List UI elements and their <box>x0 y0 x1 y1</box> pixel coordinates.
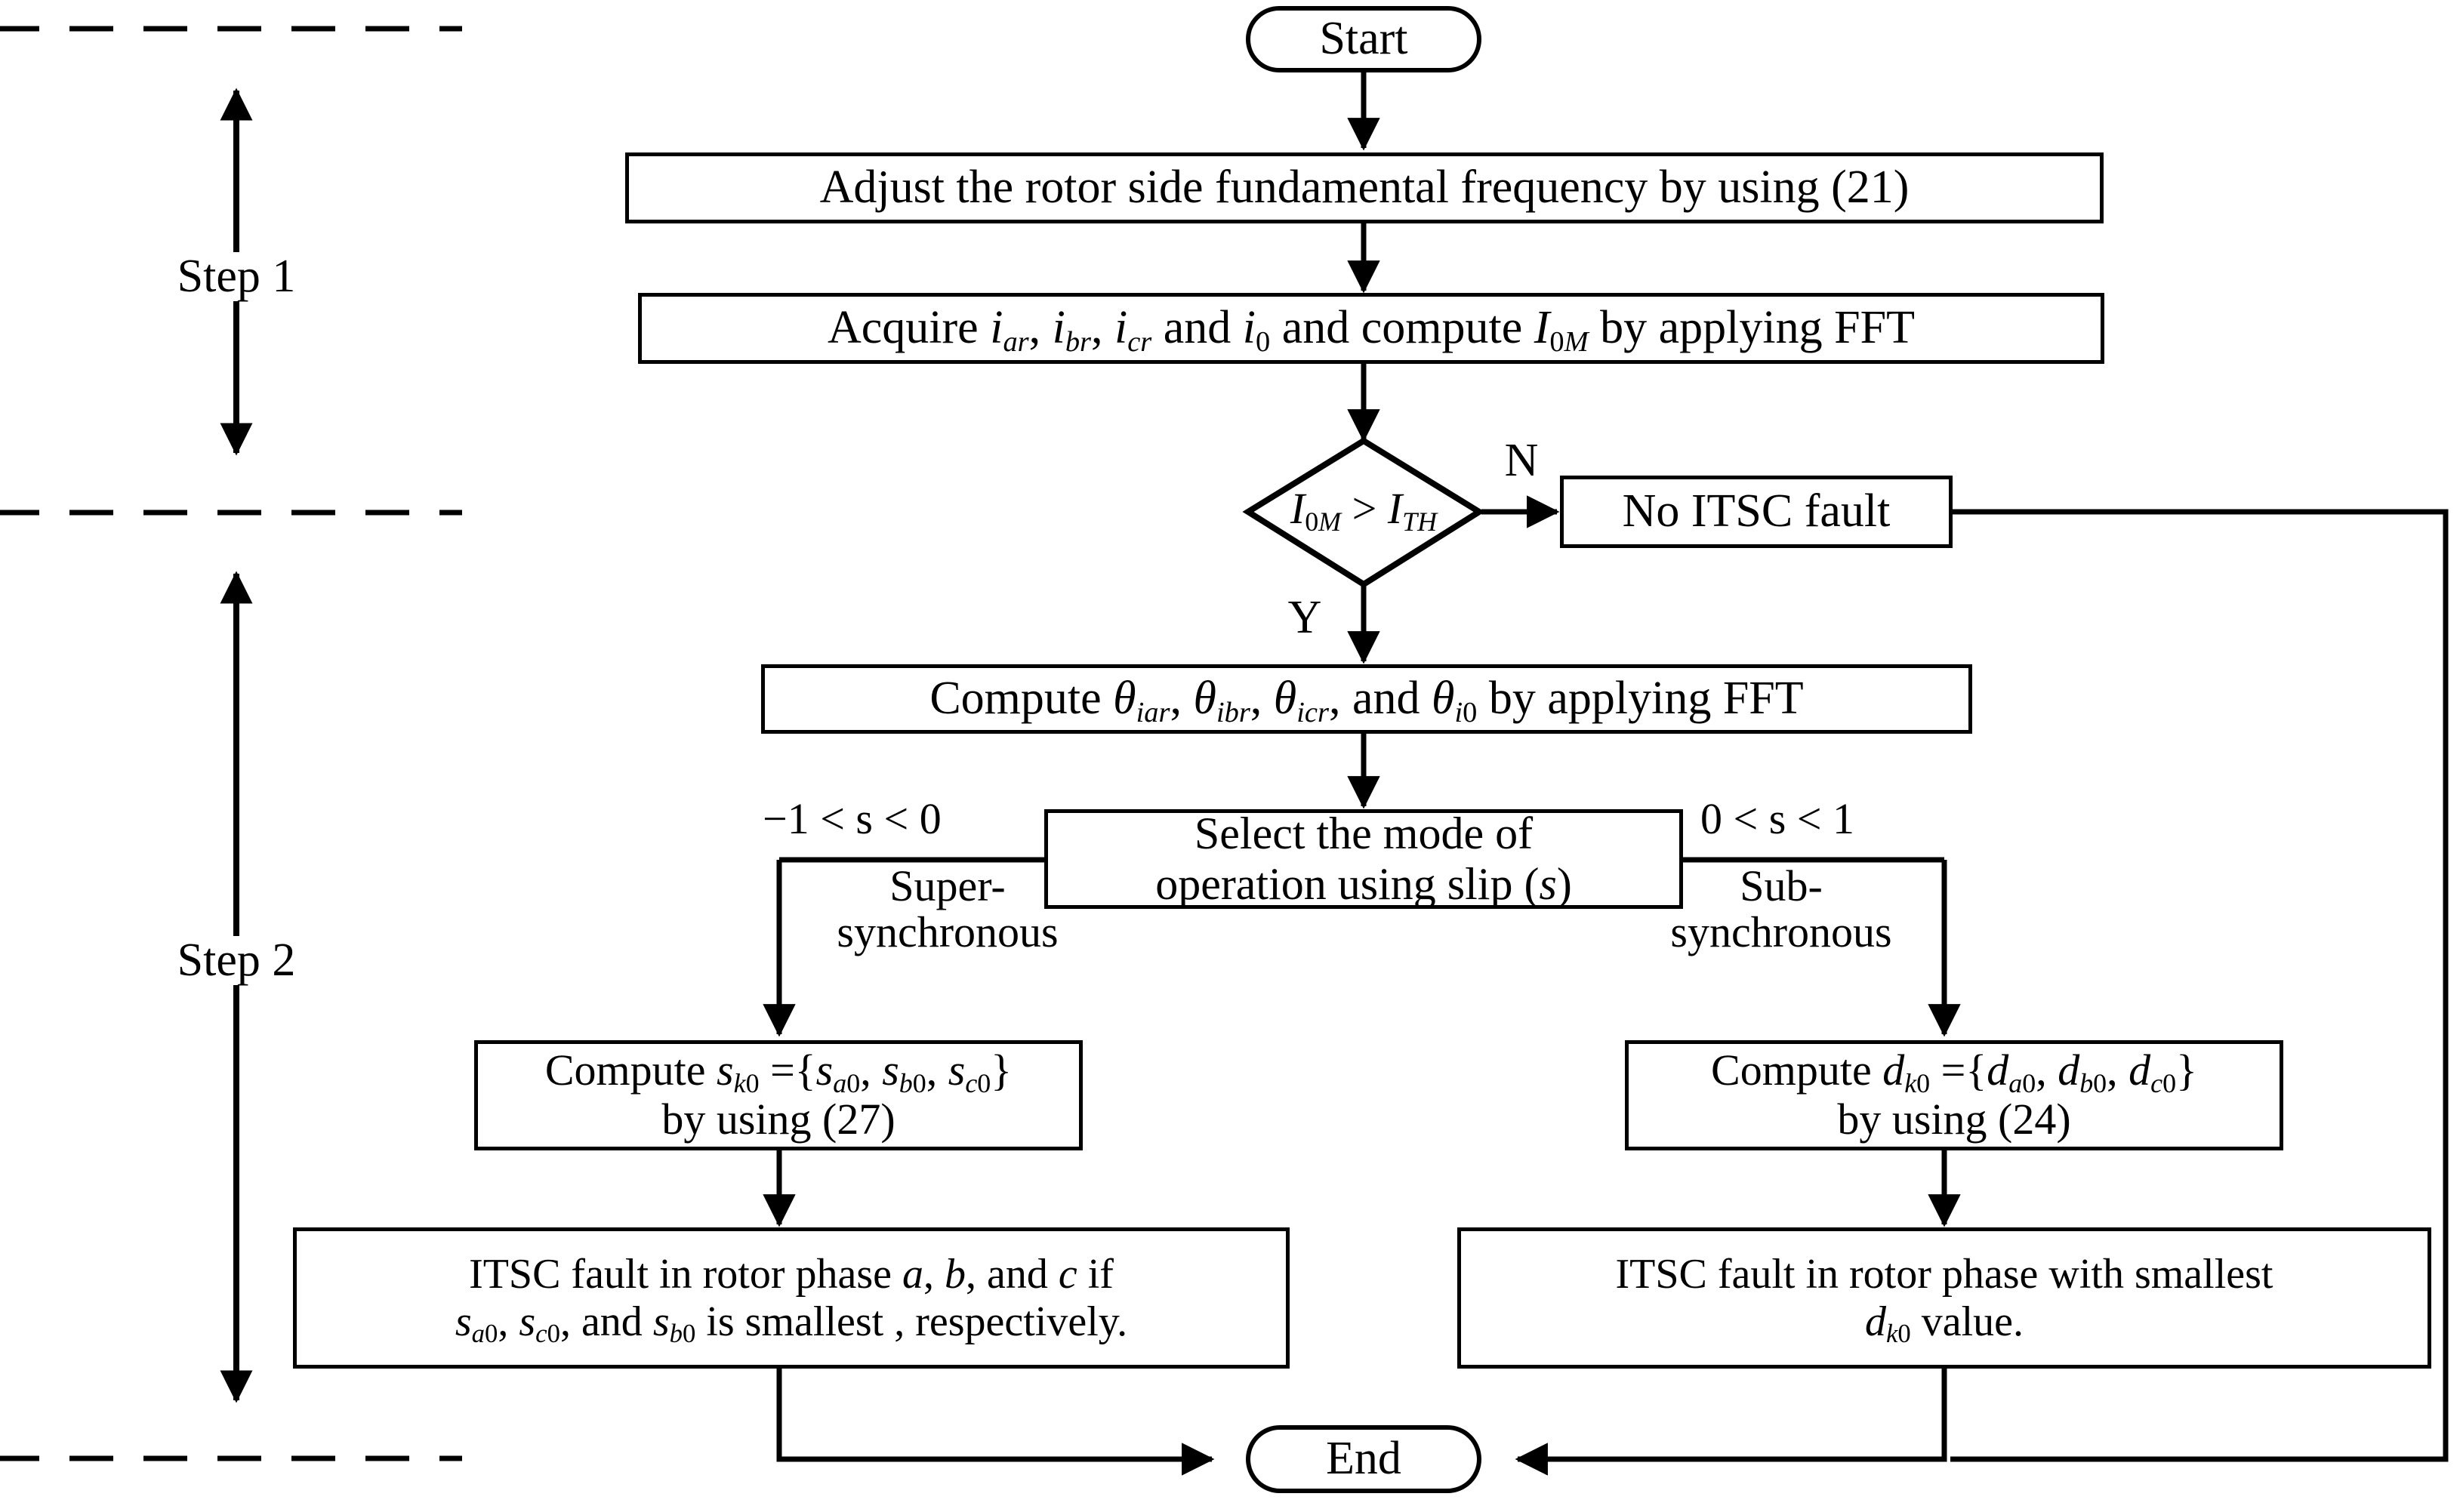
edge-label-slip-right-range: 0 < s < 1 <box>1700 794 1854 843</box>
edge-label-decision-yes: Y <box>1287 592 1322 643</box>
edge-label-mode-left-line2: synchronous <box>837 907 1059 956</box>
node-decision-label: I0M > ITH <box>1290 484 1438 537</box>
edge-label-mode-right-line2: synchronous <box>1670 907 1892 956</box>
node-result-left-line1: ITSC fault in rotor phase a, b, and c if <box>469 1250 1114 1298</box>
step-1-text: Step 1 <box>177 251 296 302</box>
node-select-mode-line2: operation using slip (s) <box>1155 859 1572 909</box>
edge-label-mode-right: Sub- synchronous <box>1619 861 1944 956</box>
node-end[interactable]: End <box>1246 1425 1481 1493</box>
node-end-label: End <box>1326 1433 1401 1485</box>
edge-label-mode-left-line1: Super- <box>889 861 1006 910</box>
edge-label-slip-left-range: −1 < s < 0 <box>763 794 942 843</box>
node-start-label: Start <box>1319 13 1408 65</box>
step-2-text: Step 2 <box>177 935 296 986</box>
node-result-left-line2: sa0, sc0, and sb0 is smallest , respecti… <box>455 1298 1128 1349</box>
node-adjust-frequency[interactable]: Adjust the rotor side fundamental freque… <box>625 152 2104 223</box>
node-compute-d[interactable]: Compute dk0 ={da0, db0, dc0} by using (2… <box>1625 1040 2283 1150</box>
edge-label-decision-no: N <box>1504 435 1539 486</box>
node-result-right-line1: ITSC fault in rotor phase with smallest <box>1615 1250 2273 1298</box>
node-start[interactable]: Start <box>1246 6 1481 72</box>
node-compute-d-line2: by using (24) <box>1837 1095 2071 1144</box>
node-compute-theta-label: Compute θiar, θibr, θicr, and θi0 by app… <box>929 673 1804 729</box>
node-no-itsc-fault[interactable]: No ITSC fault <box>1560 476 1953 548</box>
node-select-mode[interactable]: Select the mode of operation using slip … <box>1044 808 1683 909</box>
node-compute-d-line1: Compute dk0 ={da0, db0, dc0} <box>1711 1045 2197 1099</box>
step-1-label: Step 1 <box>136 251 337 302</box>
node-result-left[interactable]: ITSC fault in rotor phase a, b, and c if… <box>293 1227 1290 1369</box>
node-compute-theta[interactable]: Compute θiar, θibr, θicr, and θi0 by app… <box>761 664 1972 734</box>
node-compute-s-line1: Compute sk0 ={sa0, sb0, sc0} <box>544 1045 1013 1099</box>
node-compute-s-line2: by using (27) <box>661 1095 895 1144</box>
step-2-label: Step 2 <box>136 935 337 986</box>
node-compute-s[interactable]: Compute sk0 ={sa0, sb0, sc0} by using (2… <box>474 1040 1083 1150</box>
node-adjust-frequency-label: Adjust the rotor side fundamental freque… <box>819 162 1910 214</box>
edge-label-mode-right-line1: Sub- <box>1740 861 1823 910</box>
node-result-right-line2: dk0 value. <box>1864 1298 2024 1349</box>
edge-label-mode-left: Super- synchronous <box>785 861 1110 956</box>
node-no-itsc-fault-label: No ITSC fault <box>1622 485 1891 537</box>
node-result-right[interactable]: ITSC fault in rotor phase with smallest … <box>1457 1227 2431 1369</box>
node-acquire-currents-label: Acquire iar, ibr, icr and i0 and compute… <box>828 302 1915 359</box>
node-select-mode-line1: Select the mode of <box>1194 808 1534 858</box>
node-acquire-currents[interactable]: Acquire iar, ibr, icr and i0 and compute… <box>638 293 2104 364</box>
